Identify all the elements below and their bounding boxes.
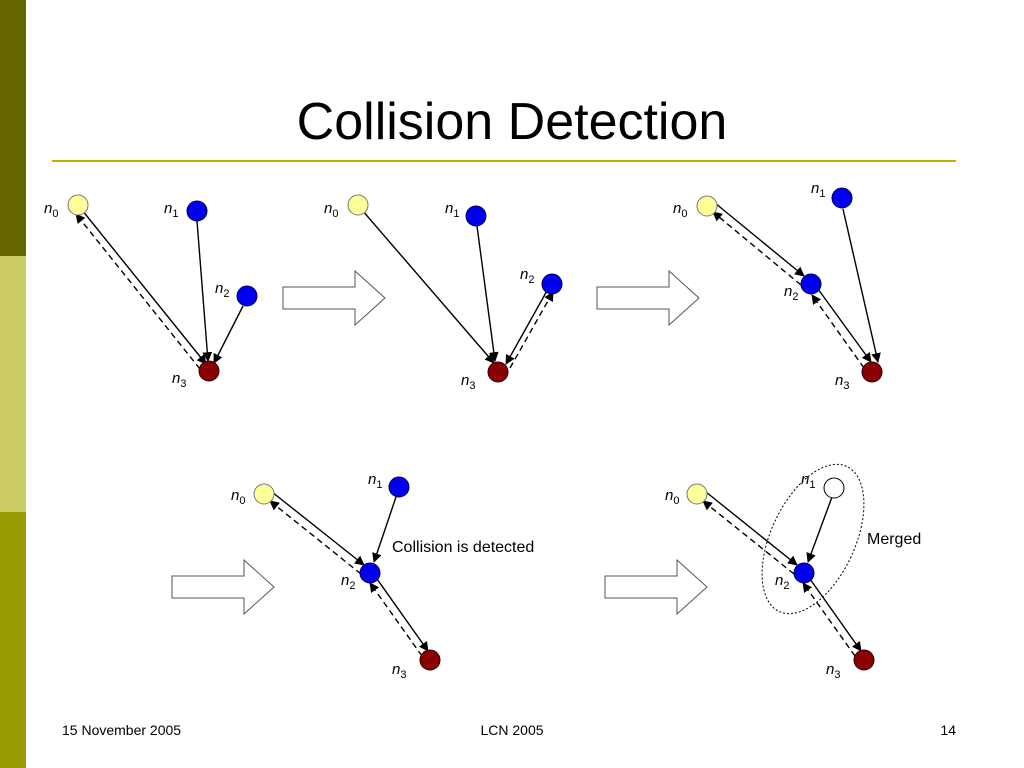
label-n3: n3 [172,370,186,390]
edge-n2-n0-dashed [702,500,795,575]
node-n0 [347,194,369,216]
label-n3: n3 [461,372,475,392]
node-n3 [419,649,441,671]
edge-n2-n3 [809,578,862,652]
node-n1 [465,205,487,227]
footer-page-number: 14 [940,722,956,738]
footer-conference: LCN 2005 [480,722,544,738]
node-n3 [198,360,220,382]
edge-n2-n3 [817,288,872,363]
panel-2: n0 n1 n2 n3 [324,194,563,392]
node-n3 [853,649,875,671]
panel-1: n0 n1 n2 n3 [44,194,258,390]
merged-group-outline [761,463,865,615]
edge-n3-n2-dashed [811,294,865,369]
edge-n1-n3 [476,225,499,362]
edge-n2-n0-dashed [712,211,802,286]
edge-n0-n3 [81,209,207,365]
edge-n2-n3 [213,305,244,364]
node-n0 [696,195,718,217]
label-n2: n2 [520,266,534,286]
edge-n1-n2 [372,496,397,563]
step-arrow-2 [596,269,700,327]
node-n2 [359,562,381,584]
edge-n3-n0-dashed [75,213,201,370]
node-n2 [541,273,563,295]
label-n1: n1 [445,200,459,220]
side-stripe-middle [0,256,26,512]
node-n0 [67,194,89,216]
slide-title: Collision Detection [296,93,728,151]
label-n2: n2 [775,572,789,592]
panel-3: n0 n1 n2 n3 [673,180,883,392]
step-arrow-4 [604,558,708,616]
merged-annotation: Merged [867,531,921,548]
label-n2: n2 [341,572,355,592]
node-n1 [388,476,410,498]
label-n2: n2 [784,283,798,303]
label-n3: n3 [826,661,840,681]
edge-n0-n2 [705,491,798,566]
collision-annotation: Collision is detected [392,539,534,556]
label-n2: n2 [215,280,229,300]
step-arrow-3 [171,558,275,616]
label-n0: n0 [665,487,679,507]
edge-n1-n3 [842,208,881,363]
label-n1: n1 [164,200,178,220]
edge-n0-n2 [271,491,365,566]
label-n1: n1 [368,471,382,491]
step-arrow-1 [282,269,386,327]
label-n1: n1 [811,180,825,200]
label-n0: n0 [44,200,58,220]
label-n0: n0 [673,200,687,220]
edge-n3-n2-dashed [802,582,856,657]
node-n0 [686,483,708,505]
node-n0 [253,483,275,505]
node-n1 [831,187,853,209]
node-n2 [793,562,815,584]
side-stripe-top [0,0,26,256]
label-n3: n3 [392,661,406,681]
edge-n2-n0-dashed [269,500,362,575]
title-rule [52,160,956,162]
node-n3 [861,361,883,383]
panel-4: n0 n1 n2 n3 Collision is detected [231,471,534,681]
edge-n1-n2 [806,496,833,563]
label-n1: n1 [801,471,815,491]
node-n2 [800,273,822,295]
edge-n3-n2-dashed [509,291,554,369]
side-stripe-bottom [0,512,26,768]
edge-n0-n3 [361,209,495,364]
label-n3: n3 [835,372,849,392]
edge-n0-n2 [714,202,805,277]
edge-n1-n3 [196,220,213,362]
label-n0: n0 [324,200,338,220]
node-n1 [186,200,208,222]
edge-n2-n3 [376,578,429,652]
label-n0: n0 [231,487,245,507]
edge-n2-n3 [505,288,549,365]
node-n3 [487,361,509,383]
node-n1-merged [823,477,845,499]
footer-date: 15 November 2005 [62,722,182,738]
edge-n3-n2-dashed [369,582,423,657]
panel-5: n0 n1 n2 n3 Merged [665,463,921,681]
node-n2 [236,285,258,307]
